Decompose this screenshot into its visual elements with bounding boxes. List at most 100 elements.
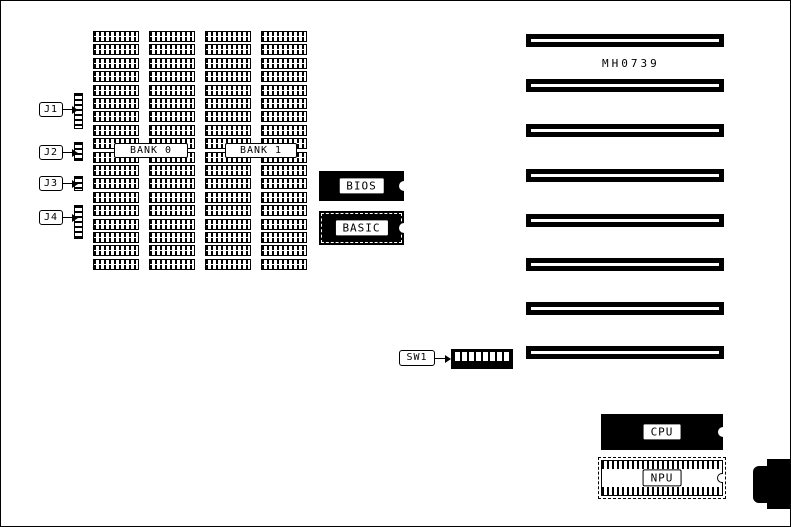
memory-chip xyxy=(149,218,195,230)
basic-notch xyxy=(399,223,405,233)
memory-chip xyxy=(149,71,195,83)
expansion-slot xyxy=(526,214,724,227)
memory-chip xyxy=(261,191,307,203)
memory-chip xyxy=(93,31,139,42)
expansion-slot xyxy=(526,258,724,271)
connector-j3-label: J3 xyxy=(39,176,63,191)
memory-chip xyxy=(93,232,139,243)
bios-label: BIOS xyxy=(338,177,385,195)
dip-switch-segment xyxy=(483,352,488,361)
dip-switch-segment xyxy=(462,352,467,361)
bios-chip: BIOS xyxy=(319,171,405,201)
memory-chip xyxy=(149,165,195,176)
cpu-chip: CPU xyxy=(601,414,724,450)
memory-chip xyxy=(93,84,139,96)
memory-chip xyxy=(149,205,195,217)
memory-chip xyxy=(93,111,139,123)
memory-chip xyxy=(205,31,251,42)
dip-switch xyxy=(451,349,513,369)
memory-chip xyxy=(205,232,251,243)
memory-chip xyxy=(93,57,139,69)
memory-chip xyxy=(93,258,139,270)
dip-switch-segment xyxy=(497,352,502,361)
memory-chip xyxy=(205,218,251,230)
memory-chip xyxy=(149,57,195,69)
memory-chip xyxy=(93,44,139,56)
memory-chip xyxy=(205,84,251,96)
memory-chip xyxy=(149,232,195,243)
memory-chip xyxy=(93,165,139,176)
memory-chip xyxy=(149,98,195,109)
dip-switch-segment xyxy=(490,352,495,361)
expansion-slot xyxy=(526,302,724,315)
dip-switch-segment xyxy=(476,352,481,361)
memory-chip xyxy=(93,178,139,190)
memory-chip xyxy=(261,71,307,83)
memory-chip xyxy=(205,124,251,136)
memory-chip xyxy=(93,191,139,203)
memory-chip xyxy=(205,57,251,69)
memory-chip xyxy=(149,245,195,257)
memory-chip xyxy=(261,124,307,136)
memory-chip xyxy=(205,98,251,109)
arrow-right-icon xyxy=(63,149,78,157)
memory-chip xyxy=(205,245,251,257)
memory-chip xyxy=(93,71,139,83)
keyboard-connector-plug xyxy=(753,466,768,503)
memory-chip xyxy=(93,205,139,217)
memory-chip xyxy=(93,218,139,230)
dip-switch-segment xyxy=(504,352,509,361)
part-number: MH0739 xyxy=(602,57,660,70)
memory-chip xyxy=(205,111,251,123)
expansion-slot xyxy=(526,169,724,182)
memory-chip xyxy=(261,218,307,230)
connector-j4-pins xyxy=(74,205,83,239)
expansion-slot xyxy=(526,346,724,359)
memory-chip xyxy=(149,124,195,136)
npu-notch xyxy=(717,473,723,483)
memory-chip xyxy=(205,258,251,270)
memory-chip xyxy=(149,258,195,270)
memory-chip xyxy=(261,258,307,270)
memory-chip xyxy=(261,31,307,42)
memory-chip xyxy=(149,111,195,123)
npu-label: NPU xyxy=(642,469,682,487)
memory-chip xyxy=(149,178,195,190)
cpu-notch xyxy=(718,427,724,437)
memory-chip xyxy=(261,44,307,56)
memory-chip xyxy=(149,191,195,203)
sw1-label: SW1 xyxy=(399,350,435,366)
memory-chip xyxy=(261,98,307,109)
memory-chip xyxy=(205,178,251,190)
arrow-right-icon xyxy=(435,355,451,363)
memory-chip xyxy=(205,165,251,176)
memory-chip xyxy=(93,124,139,136)
memory-chip xyxy=(261,178,307,190)
npu-socket: NPU xyxy=(598,457,726,499)
expansion-slot xyxy=(526,34,724,47)
dip-switch-segment xyxy=(455,352,460,361)
memory-chip xyxy=(149,31,195,42)
expansion-slot xyxy=(526,79,724,92)
memory-chip xyxy=(261,205,307,217)
bank1-label: BANK 1 xyxy=(225,143,297,158)
memory-chip xyxy=(261,84,307,96)
memory-chip xyxy=(93,98,139,109)
memory-chip xyxy=(205,44,251,56)
bank0-label: BANK 0 xyxy=(114,143,188,158)
memory-chip xyxy=(149,44,195,56)
memory-chip xyxy=(205,191,251,203)
basic-chip: BASIC xyxy=(319,211,405,245)
basic-label: BASIC xyxy=(334,219,389,237)
memory-chip xyxy=(261,165,307,176)
memory-chip xyxy=(149,84,195,96)
memory-chip xyxy=(205,205,251,217)
memory-chip xyxy=(261,232,307,243)
memory-chip xyxy=(93,245,139,257)
memory-chip xyxy=(261,111,307,123)
expansion-slot xyxy=(526,124,724,137)
dip-switch-segment xyxy=(469,352,474,361)
memory-chip xyxy=(261,57,307,69)
memory-chip xyxy=(261,245,307,257)
